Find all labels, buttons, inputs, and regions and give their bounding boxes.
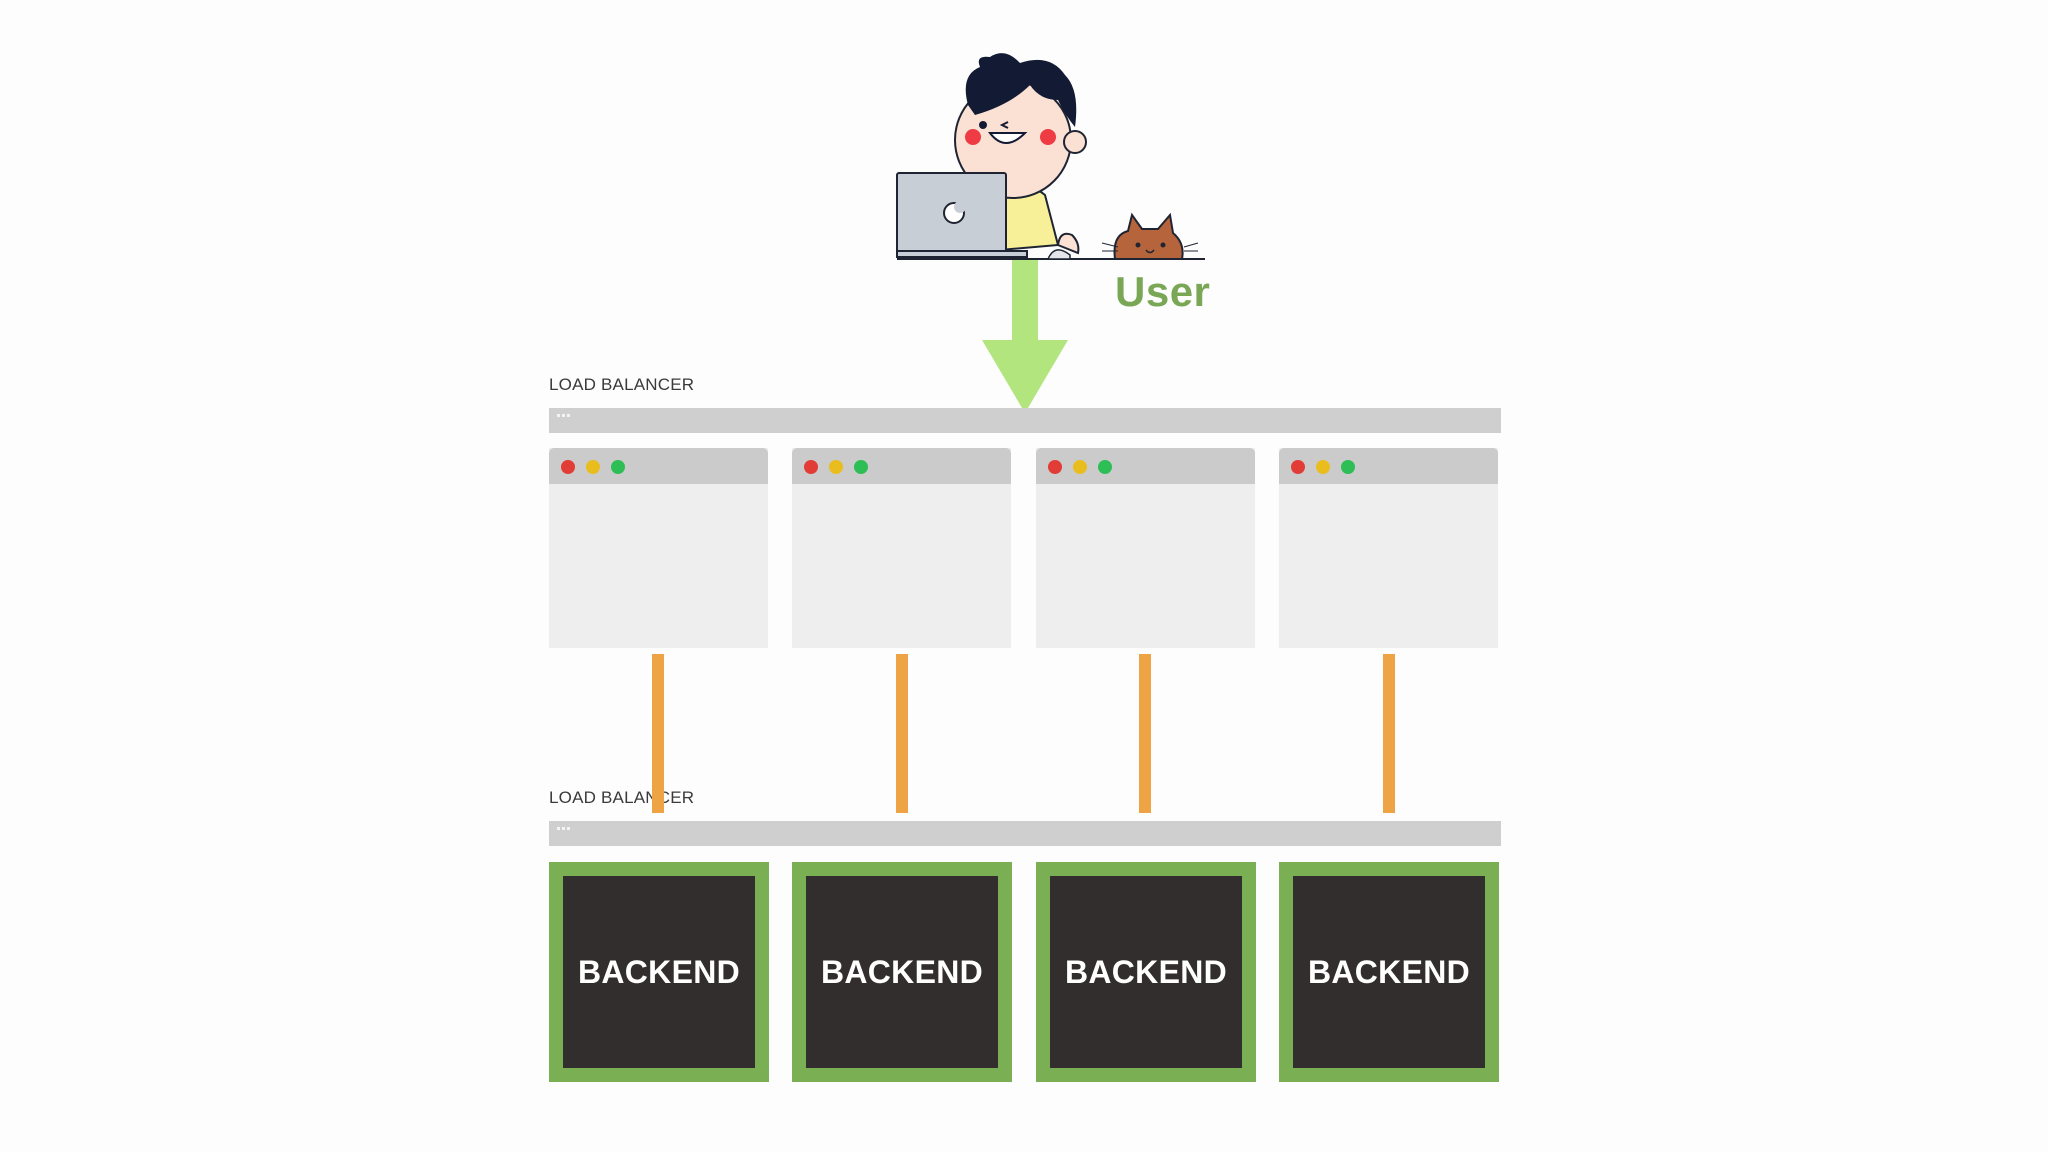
backend-box: BACKEND [1036,862,1256,1082]
backend-label: BACKEND [1307,953,1471,990]
close-dot-icon [1291,460,1305,474]
window-title-bar [1279,448,1498,484]
maximize-dot-icon [611,460,625,474]
backend-label: BACKEND [1064,953,1228,990]
frontend-window [549,448,768,648]
user-label: User [1115,268,1211,315]
window-title-bar [792,448,1011,484]
handle-dots-icon [557,827,570,830]
handle-dots-icon [557,414,570,417]
backend-box: BACKEND [792,862,1012,1082]
connector-line [652,654,664,813]
connector-line [896,654,908,813]
backend-box: BACKEND [1279,862,1499,1082]
backend-label: BACKEND [820,953,984,990]
connector-line [1383,654,1395,813]
frontend-window [792,448,1011,648]
connector-line [1139,654,1151,813]
window-title-bar [1036,448,1255,484]
minimize-dot-icon [586,460,600,474]
close-dot-icon [561,460,575,474]
maximize-dot-icon [854,460,868,474]
backend-label: BACKEND [577,953,741,990]
backend-box: BACKEND [549,862,769,1082]
minimize-dot-icon [829,460,843,474]
minimize-dot-icon [1316,460,1330,474]
user-illustration [896,53,1205,260]
window-title-bar [549,448,768,484]
minimize-dot-icon [1073,460,1087,474]
close-dot-icon [1048,460,1062,474]
close-dot-icon [804,460,818,474]
load-balancer-label-bottom: LOAD BALANCER [549,788,695,807]
load-balancer-label-top: LOAD BALANCER [549,375,695,394]
frontend-window [1279,448,1498,648]
load-balancer-top [549,408,1501,433]
maximize-dot-icon [1341,460,1355,474]
request-arrow [982,260,1068,413]
load-balancer-bottom [549,821,1501,846]
frontend-window [1036,448,1255,648]
maximize-dot-icon [1098,460,1112,474]
